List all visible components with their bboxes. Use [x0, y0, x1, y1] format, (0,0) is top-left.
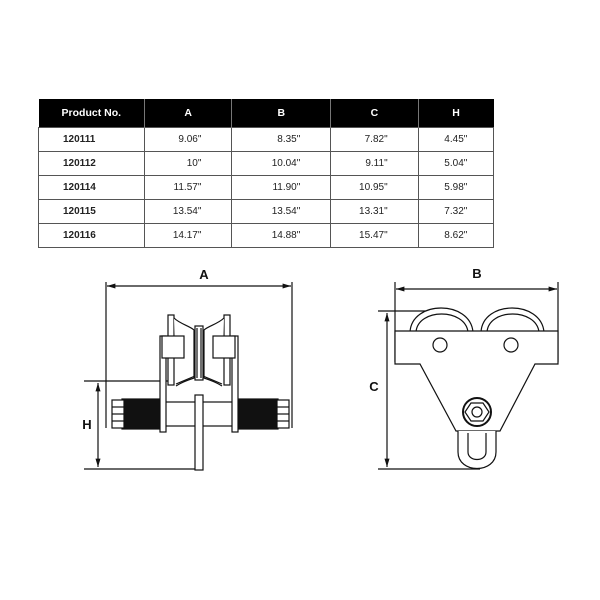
b-cell: 8.35": [231, 127, 332, 152]
front-view-drawing: [378, 282, 559, 470]
a-cell: 9.06": [144, 127, 233, 152]
h-cell: 7.32": [417, 199, 495, 224]
dimension-h-label: H: [82, 417, 91, 432]
h-cell: 4.45": [417, 127, 495, 152]
side-view-drawing: [84, 282, 293, 471]
dimension-b-label: B: [472, 266, 481, 281]
h-cell: 8.62": [417, 223, 495, 248]
b-cell: 13.54": [231, 199, 332, 224]
c-cell: 7.82": [330, 127, 419, 152]
header-h: H: [417, 99, 494, 128]
table-header-row: Product No. A B C H: [38, 99, 494, 128]
header-product-no: Product No.: [38, 99, 145, 128]
table-row: 120115 13.54" 13.54" 13.31" 7.32": [37, 199, 495, 224]
c-cell: 13.31": [330, 199, 419, 224]
table-row: 120116 14.17" 14.88" 15.47" 8.62": [37, 223, 495, 248]
a-cell: 13.54": [144, 199, 233, 224]
dimensions-table: Product No. A B C H 120111 9.06" 8.35" 7…: [37, 99, 495, 248]
dimension-c-label: C: [369, 379, 379, 394]
c-cell: 15.47": [330, 223, 419, 248]
b-cell: 14.88": [231, 223, 332, 248]
header-b: B: [231, 99, 331, 128]
table-row: 120111 9.06" 8.35" 7.82" 4.45": [37, 127, 495, 152]
product-no-cell: 120116: [37, 223, 146, 248]
header-c: C: [330, 99, 419, 128]
a-cell: 14.17": [144, 223, 233, 248]
c-cell: 10.95": [330, 175, 419, 200]
h-cell: 5.04": [417, 151, 495, 176]
c-cell: 9.11": [330, 151, 419, 176]
product-no-cell: 120114: [37, 175, 146, 200]
header-a: A: [144, 99, 232, 128]
dimension-a-label: A: [199, 267, 209, 282]
